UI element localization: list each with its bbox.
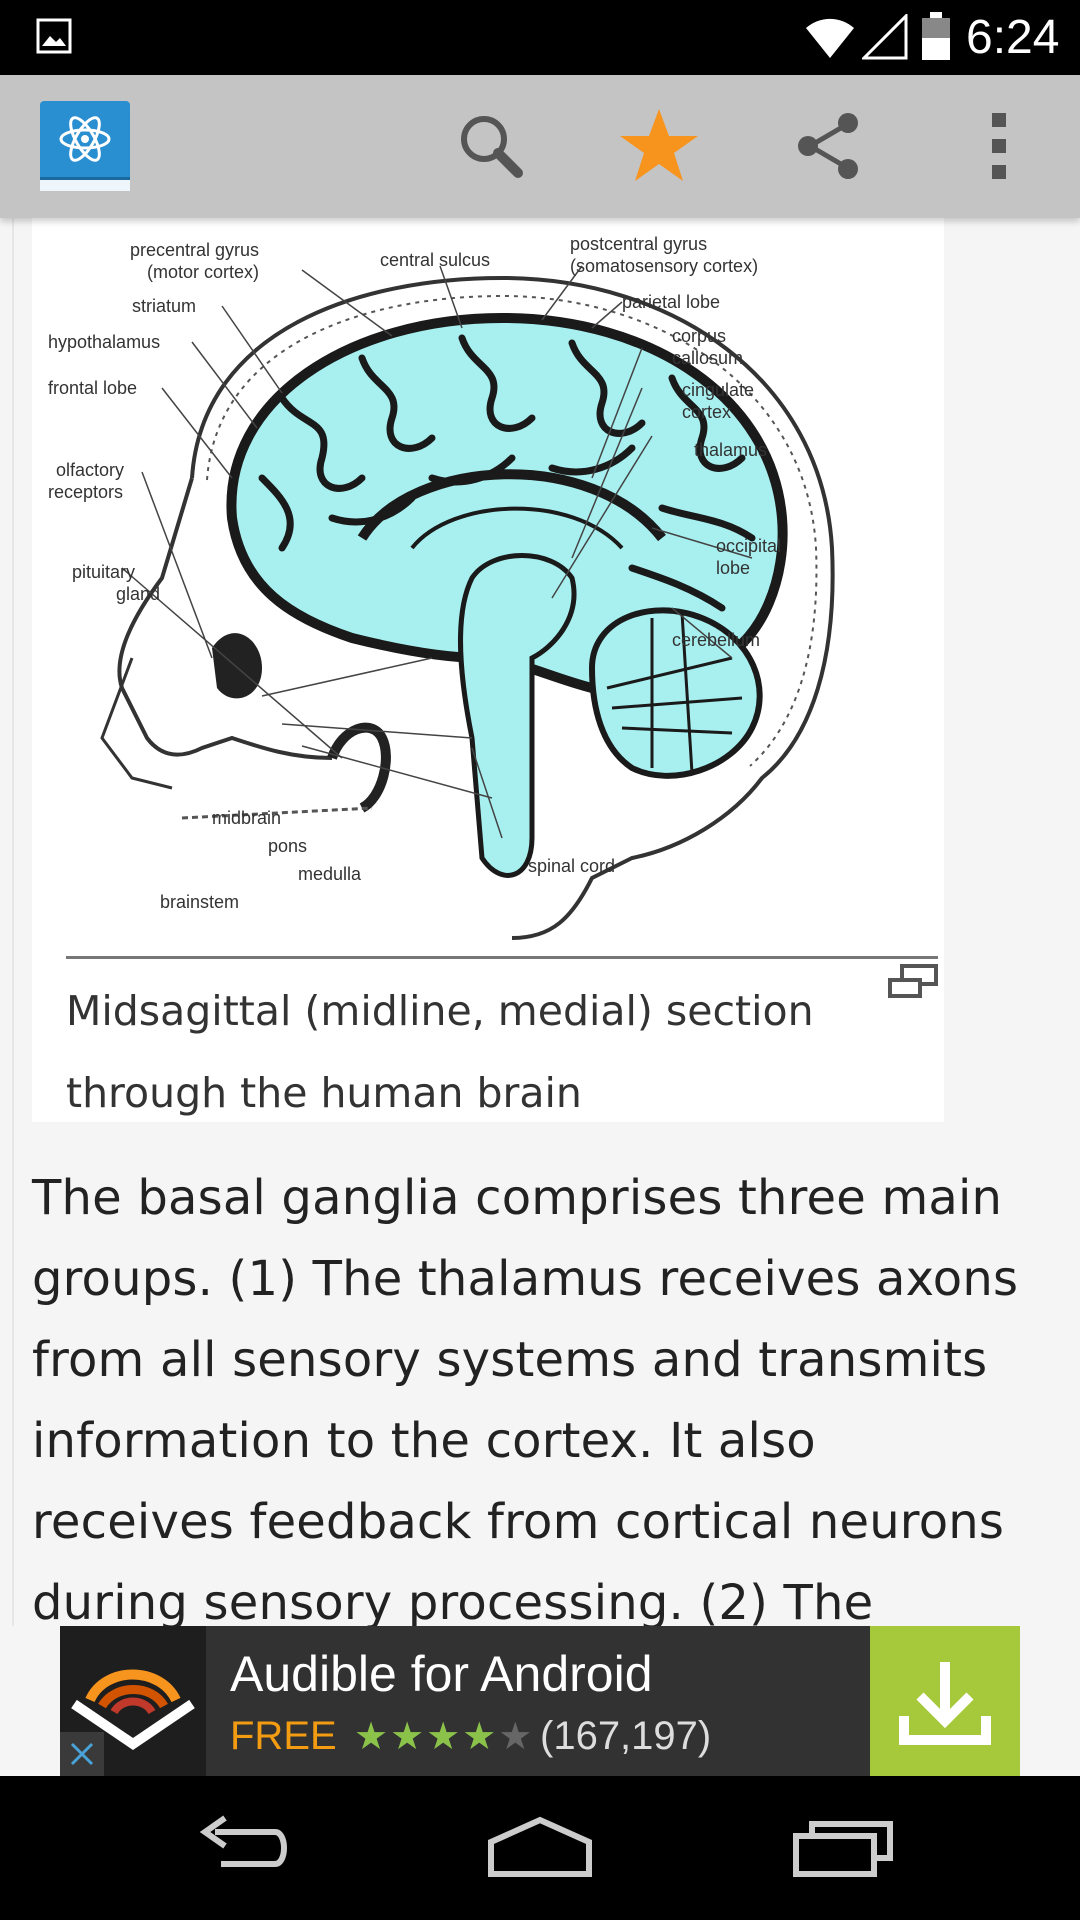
figure-card: precentral gyrus (motor cortex) central … xyxy=(32,218,944,1122)
label-postcentral: postcentral gyrus xyxy=(570,234,707,254)
ad-banner[interactable]: Audible for Android FREE ★★★★★ (167,197) xyxy=(60,1626,1020,1776)
ad-price: FREE xyxy=(230,1714,337,1758)
label-precentral: precentral gyrus xyxy=(130,240,259,260)
ad-rating-stars: ★★★★★ xyxy=(354,1710,534,1762)
label-frontal: frontal lobe xyxy=(48,378,137,398)
action-bar xyxy=(0,75,1080,218)
search-icon[interactable] xyxy=(448,103,534,189)
app-logo-icon[interactable] xyxy=(38,97,132,195)
close-icon xyxy=(70,1742,94,1766)
share-icon[interactable] xyxy=(786,103,872,189)
label-thalamus: thalamus xyxy=(694,440,767,460)
label-occipital1: occipital xyxy=(716,536,781,556)
label-somato: (somatosensory cortex) xyxy=(570,256,758,276)
label-pituitary2: gland xyxy=(116,584,160,604)
brain-diagram[interactable]: precentral gyrus (motor cortex) central … xyxy=(32,218,944,956)
ad-title: Audible for Android xyxy=(230,1646,653,1702)
label-brainstem: brainstem xyxy=(160,892,239,912)
favorite-star-icon[interactable] xyxy=(616,103,702,189)
image-notification-icon xyxy=(36,18,72,54)
label-cingulate1: cingulate xyxy=(682,380,754,400)
label-pons: pons xyxy=(268,836,307,856)
recent-apps-icon[interactable] xyxy=(790,1812,900,1882)
ad-close-button[interactable] xyxy=(60,1732,104,1776)
label-spinal: spinal cord xyxy=(528,856,615,876)
label-hypothalamus: hypothalamus xyxy=(48,332,160,352)
label-corpus2: callosum xyxy=(672,348,743,368)
clock: 6:24 xyxy=(966,11,1060,64)
label-occipital2: lobe xyxy=(716,558,750,578)
back-icon[interactable] xyxy=(185,1812,295,1882)
expand-image-icon[interactable] xyxy=(884,960,944,1004)
caption-divider xyxy=(66,956,938,959)
ad-download-button[interactable] xyxy=(870,1626,1020,1776)
label-cerebellum: cerebellum xyxy=(672,630,760,650)
label-olfactory1: olfactory xyxy=(56,460,124,480)
ad-review-count: (167,197) xyxy=(540,1714,712,1758)
article-content[interactable]: precentral gyrus (motor cortex) central … xyxy=(0,218,1080,1626)
download-icon xyxy=(899,1662,991,1745)
article-paragraph: The basal ganglia comprises three main g… xyxy=(32,1170,1019,1626)
label-motor: (motor cortex) xyxy=(147,262,259,282)
label-pituitary1: pituitary xyxy=(72,562,135,582)
label-corpus1: corpus xyxy=(672,326,726,346)
label-central: central sulcus xyxy=(380,250,490,270)
signal-icon xyxy=(862,14,908,60)
figure-caption: Midsagittal (midline, medial) section th… xyxy=(66,987,814,1117)
label-cingulate2: cortex xyxy=(682,402,731,422)
rating-star-empty: ★ xyxy=(498,1714,535,1758)
overflow-menu-icon[interactable] xyxy=(956,103,1042,189)
wifi-icon xyxy=(806,18,854,58)
label-medulla: medulla xyxy=(298,864,362,884)
content-edge xyxy=(12,218,14,1626)
label-parietal: parietal lobe xyxy=(622,292,720,312)
battery-icon xyxy=(922,12,950,60)
label-olfactory2: receptors xyxy=(48,482,123,502)
navigation-bar xyxy=(0,1776,1080,1920)
rating-stars-filled: ★★★★ xyxy=(354,1714,499,1758)
status-bar: 6:24 xyxy=(0,0,1080,75)
label-midbrain: midbrain xyxy=(212,808,281,828)
label-striatum: striatum xyxy=(132,296,196,316)
home-icon[interactable] xyxy=(485,1812,595,1882)
